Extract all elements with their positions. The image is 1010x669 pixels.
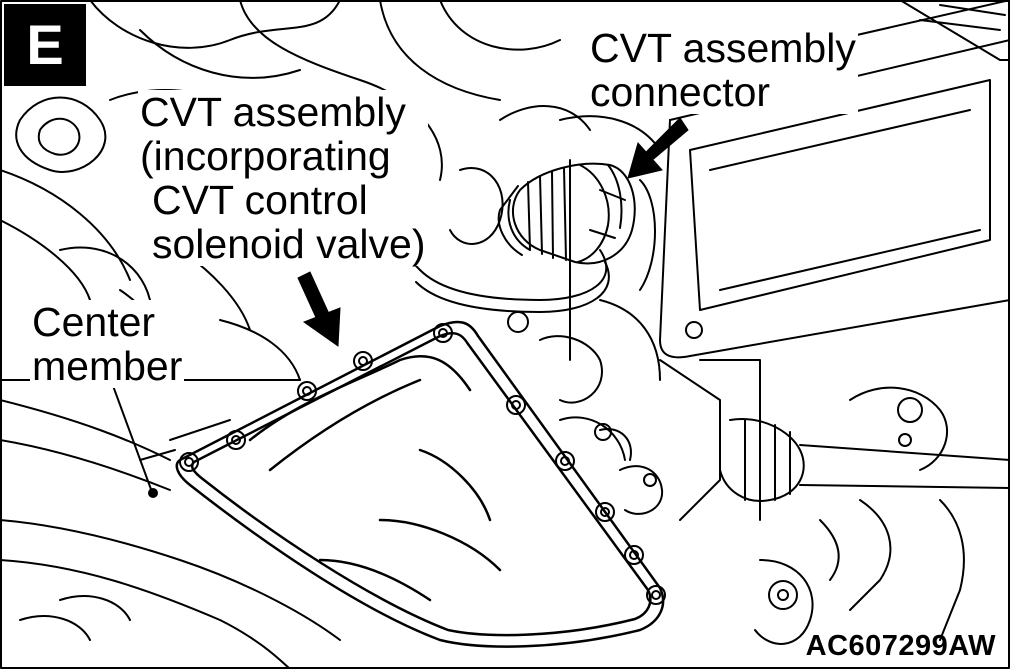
cvt-assembly-arrow: [297, 271, 341, 347]
connector-arrow: [627, 117, 689, 179]
center-member-label: Center member: [30, 299, 185, 389]
figure-code: AC607299AW: [805, 630, 996, 662]
pan-bolts: [179, 323, 666, 605]
center-member-outline: [0, 379, 341, 669]
cvt-oil-pan: [175, 320, 665, 648]
cvt-assembly-label-line-4: solenoid valve): [152, 221, 426, 267]
center-member-leader-dot: [148, 488, 158, 498]
center-member-label-line-1: Center: [32, 299, 156, 345]
wire-harness: [395, 209, 610, 313]
center-member-label-line-2: member: [32, 343, 183, 389]
connector-label: CVT assembly connector: [588, 26, 858, 114]
cvt-assembly-label-line-1: CVT assembly: [140, 89, 406, 135]
center-member-leader: [111, 382, 153, 493]
section-badge: E: [4, 4, 86, 86]
connector-label-line-1: CVT assembly: [590, 25, 856, 71]
connector-label-line-2: connector: [590, 69, 771, 115]
cvt-assembly-label: CVT assembly (incorporating CVT control …: [138, 90, 428, 266]
cvt-assembly-label-line-3: CVT control: [152, 177, 368, 223]
cvt-assembly-label-line-2: (incorporating: [140, 133, 391, 179]
transmission-case: [507, 0, 1010, 521]
cvt-connector: [497, 162, 636, 265]
drive-shaft: [719, 386, 1010, 645]
